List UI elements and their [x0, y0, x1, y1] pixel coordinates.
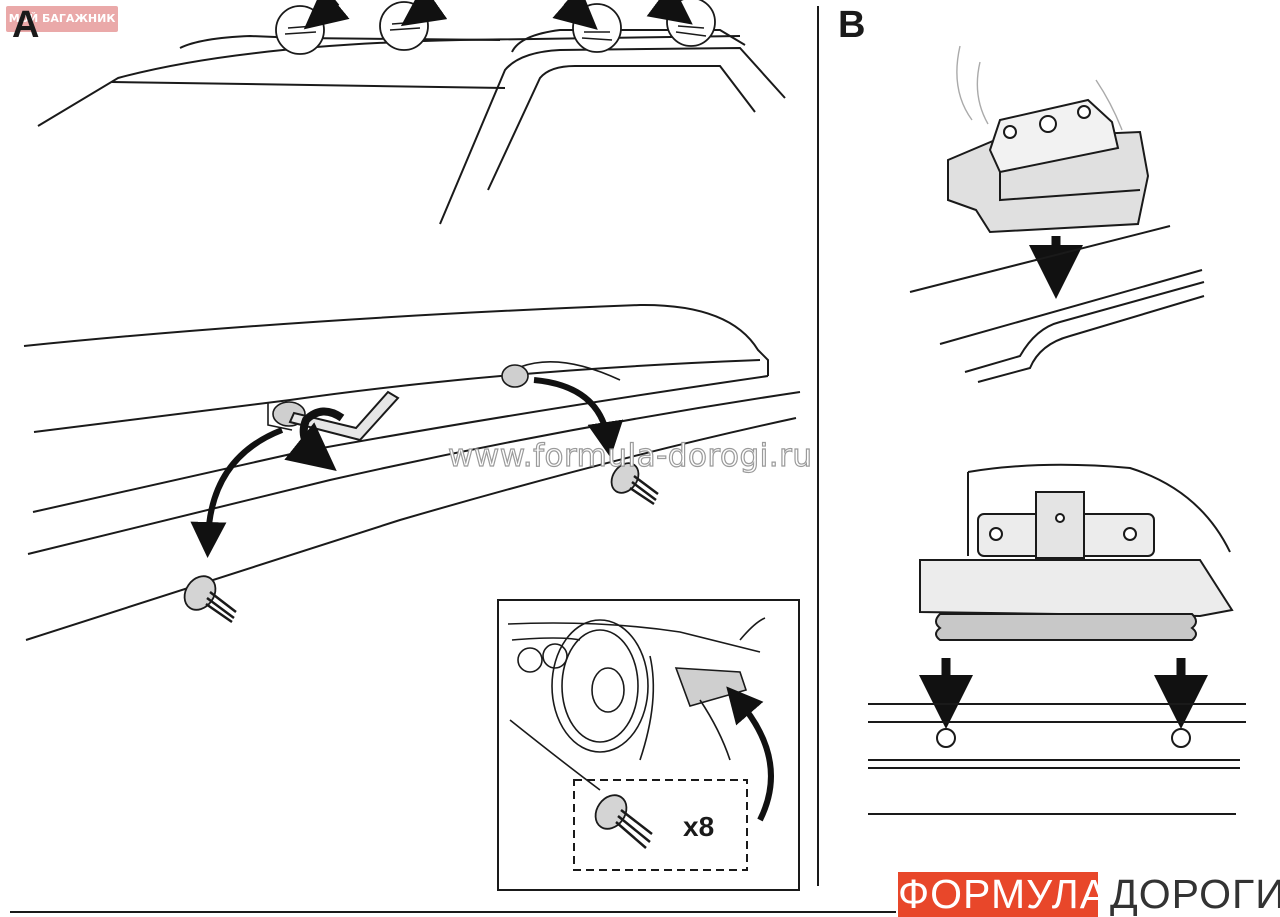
removed-plug-left: [183, 575, 237, 624]
foot-bracket-bottom: [919, 463, 1234, 641]
panel-b-label: B: [838, 4, 866, 46]
roof-point-arrows: [303, 0, 693, 30]
dashboard-drawing: [507, 617, 766, 791]
logo-word-formula: ФОРМУЛА: [898, 871, 1109, 917]
plug-storage-box: [573, 779, 748, 871]
panel-a-label: A: [12, 4, 40, 46]
logo-word-dorogi: ДОРОГИ: [1110, 871, 1280, 917]
site-badge: МОЙ БАГАЖНИК: [6, 6, 118, 32]
foot-bracket-top: [947, 45, 1150, 234]
removed-plug-right: [610, 462, 659, 506]
rail-profile-bottom: [868, 703, 1246, 815]
rail-profile-top: [909, 225, 1205, 383]
pad-down-arrows: [919, 658, 1208, 729]
site-watermark: www.formula-dorogi.ru: [447, 437, 813, 474]
glovebox-arrow: [726, 686, 774, 822]
car-roof-overview: [37, 29, 786, 225]
stored-plug-icon: [594, 794, 653, 849]
turn-arrow: [284, 407, 345, 472]
removal-arrows: [190, 377, 624, 558]
glovebox-inset: [497, 599, 800, 891]
plug-quantity-label: x8: [683, 811, 715, 842]
